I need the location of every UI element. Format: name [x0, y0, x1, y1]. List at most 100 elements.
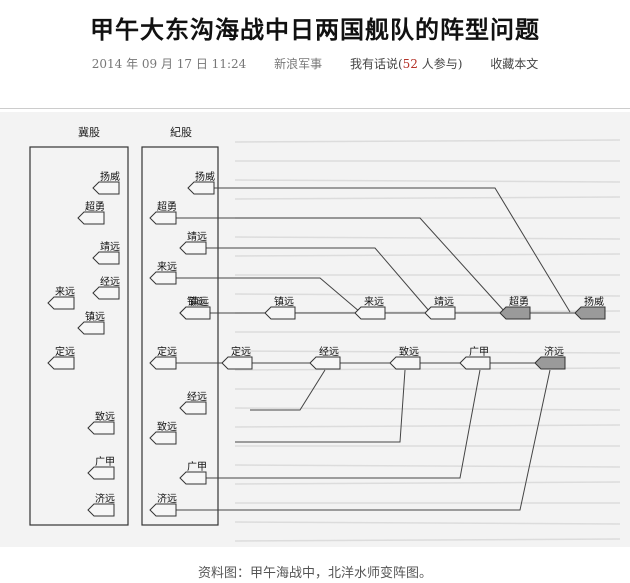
publish-date: 2014 年 09 月 17 日 11:24: [91, 57, 247, 71]
ship-label: 广甲: [187, 461, 207, 473]
source-link[interactable]: 新浪军事: [274, 57, 323, 71]
formation1-ship-6: 扬威: [574, 295, 606, 320]
ship-label: 定远: [157, 345, 177, 358]
ship-label: 扬威: [100, 170, 120, 183]
article-meta: 2014 年 09 月 17 日 11:24 新浪军事 我有话说(52 人参与)…: [0, 55, 630, 72]
ship-hull: [47, 356, 75, 370]
comment-suffix: 人参与): [417, 57, 463, 71]
formation-diagram-svg: 冀股 紀股 扬威超勇靖远经远来远镇远定远致远广甲济远扬威超勇靖远来远镇远定远经远…: [0, 112, 630, 547]
ship-label: 来远: [157, 261, 177, 273]
ship-label: 镇远: [187, 295, 207, 308]
texture-line: [234, 139, 621, 143]
formation2-ship-2: 经远: [309, 345, 341, 370]
ship-label: 靖远: [434, 295, 454, 308]
ship-hull: [92, 181, 120, 195]
ship-label: 靖远: [187, 230, 207, 243]
ship-hull: [149, 356, 177, 370]
texture-line: [234, 424, 621, 428]
article-title: 甲午大东沟海战中日两国舰队的阵型问题: [90, 16, 540, 44]
route-zhiyuan: [235, 369, 406, 443]
left-ship-3: 靖远: [92, 240, 120, 265]
texture-line: [234, 538, 621, 542]
ship-hull: [187, 181, 215, 195]
texture-line: [234, 481, 621, 485]
ship-hull: [221, 356, 253, 370]
right-ship-10: 济远: [149, 492, 177, 517]
ship-hull: [149, 431, 177, 445]
formation2-ship-5: 济远: [534, 345, 566, 370]
ship-hull: [149, 503, 177, 517]
texture-line: [234, 521, 621, 525]
ship-label: 致远: [399, 345, 419, 358]
ship-label: 镇远: [189, 295, 209, 308]
ship-label: 来远: [364, 296, 384, 308]
ship-hull: [179, 306, 211, 320]
bookmark-link[interactable]: 收藏本文: [490, 57, 539, 71]
ship-hull: [179, 401, 207, 415]
ship-label: 广甲: [469, 346, 489, 358]
ship-hull: [179, 471, 207, 485]
formation1-ship-1: 镇远: [179, 295, 211, 320]
right-ship-7: 经远: [179, 390, 207, 415]
formation1-ship-5: 超勇: [499, 295, 531, 320]
ship-label: 致远: [95, 410, 115, 423]
right-ship-4: 来远: [149, 261, 177, 285]
route-guangjia: [206, 369, 481, 479]
ship-label: 经远: [100, 275, 120, 288]
ship-label: 超勇: [85, 200, 105, 213]
formation2-ship-1: 定远: [221, 345, 253, 370]
ship-label: 济远: [95, 492, 115, 505]
left-ship-10: 济远: [87, 492, 115, 517]
formation1-ship-2: 镇远: [264, 295, 296, 320]
texture-line: [234, 196, 621, 200]
right-ship-2: 超勇: [149, 200, 177, 225]
left-ship-8: 致远: [87, 410, 115, 435]
ship-hull: [149, 271, 177, 285]
ship-hull: [354, 306, 386, 320]
divider: [0, 108, 630, 109]
ship-label: 定远: [231, 345, 251, 358]
ship-label: 广甲: [95, 456, 115, 468]
ship-hull: [47, 296, 75, 310]
ship-hull: [264, 306, 296, 320]
ship-label: 靖远: [100, 240, 120, 253]
ship-hull: [534, 356, 566, 370]
left-panel-frame: [29, 146, 129, 526]
ship-label: 定远: [55, 345, 75, 358]
formation-diagram: 冀股 紀股 扬威超勇靖远经远来远镇远定远致远广甲济远扬威超勇靖远来远镇远定远经远…: [0, 112, 630, 547]
ship-hull: [179, 241, 207, 255]
right-ship-6: 定远: [149, 345, 177, 370]
texture-line: [234, 350, 621, 354]
ship-hull: [459, 356, 491, 370]
ship-hull: [77, 321, 105, 335]
route-jingyuan: [206, 247, 431, 313]
right-ship-3: 靖远: [179, 230, 207, 255]
right-ship-1: 扬威: [187, 170, 215, 195]
ship-label: 镇远: [85, 310, 105, 323]
ship-hull: [92, 251, 120, 265]
ship-label: 致远: [157, 420, 177, 433]
route-jingyuan-2: [250, 369, 326, 411]
left-ship-5: 来远: [47, 286, 75, 310]
ship-hull: [499, 306, 531, 320]
comment-link[interactable]: 我有话说(52 人参与): [350, 57, 462, 71]
ship-label: 扬威: [584, 295, 604, 308]
ship-hull: [77, 211, 105, 225]
ship-label: 超勇: [157, 200, 177, 213]
texture-line: [234, 179, 621, 183]
right-ship-8: 致远: [149, 420, 177, 445]
texture-line: [234, 253, 621, 257]
ship-hull: [574, 306, 606, 320]
comment-count: 52: [402, 57, 418, 71]
ship-label: 济远: [157, 492, 177, 505]
left-ship-1: 扬威: [92, 170, 120, 195]
left-panel-label: 冀股: [78, 125, 100, 139]
ship-label: 超勇: [509, 295, 529, 308]
ship-hull: [309, 356, 341, 370]
ship-hull: [389, 356, 421, 370]
left-ship-9: 广甲: [87, 456, 115, 480]
texture-line: [234, 407, 621, 411]
formation2-ship-3: 致远: [389, 345, 421, 370]
ship-hull: [149, 211, 177, 225]
formation1-ship-3: 来远: [354, 296, 386, 320]
